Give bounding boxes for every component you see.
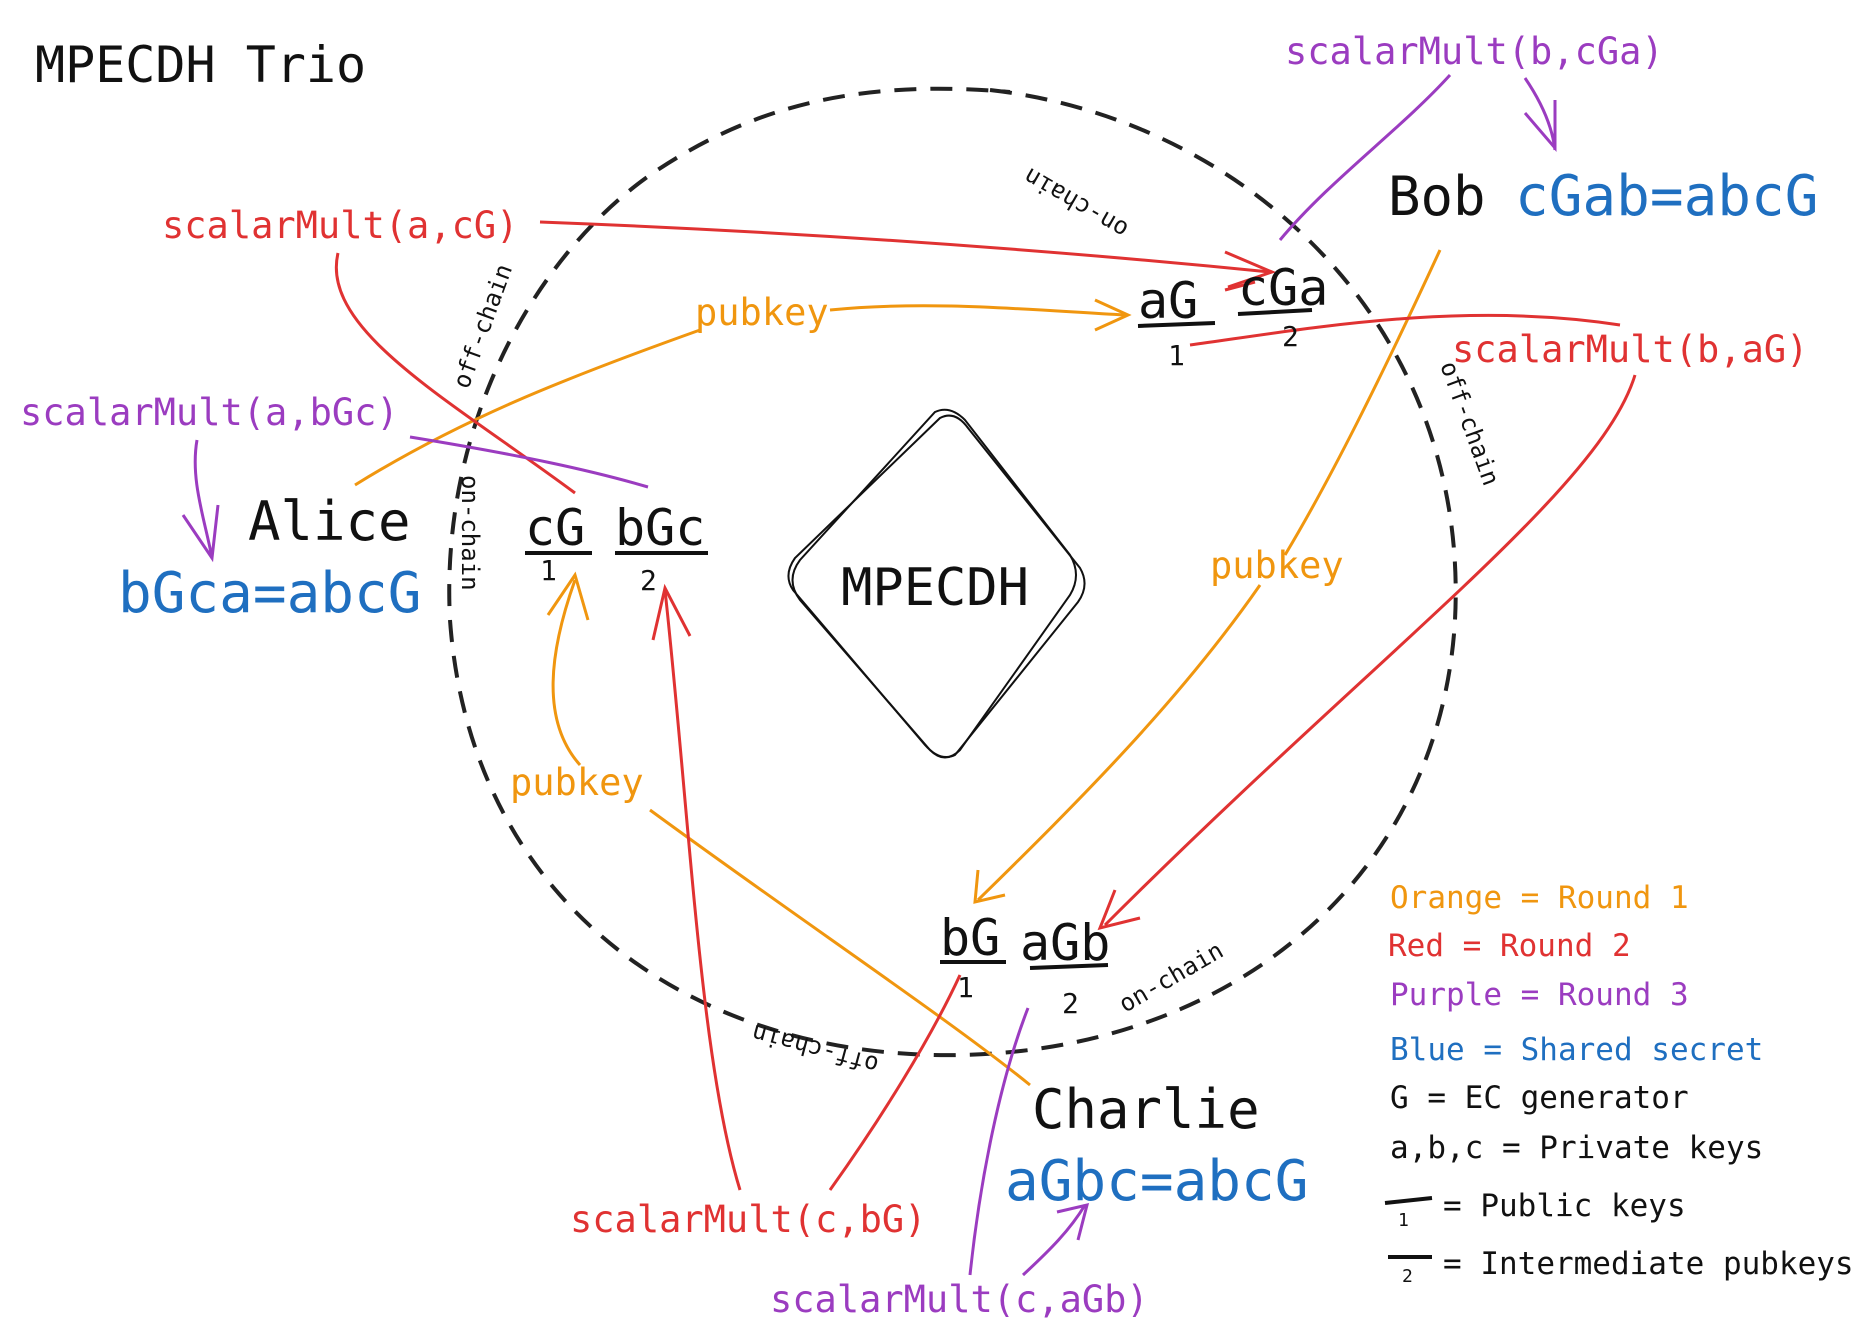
legend-intermediate-sub: 2 bbox=[1402, 1266, 1413, 1287]
round1-arrows bbox=[354, 249, 1442, 1087]
party-charlie-name: Charlie bbox=[1032, 1078, 1260, 1141]
legend-public: = Public keys bbox=[1443, 1188, 1686, 1224]
op-pubkey-top: pubkey bbox=[695, 291, 829, 334]
key-bob-int: cGa bbox=[1238, 259, 1328, 317]
key-alice-pub: cG bbox=[525, 499, 585, 557]
center-label: MPECDH bbox=[841, 558, 1029, 618]
legend: Orange = Round 1 Red = Round 2 Purple = … bbox=[1384, 880, 1854, 1287]
party-bob-secret: cGab=abcG bbox=[1515, 164, 1818, 229]
ring-label-off-chain-right: off-chain bbox=[1434, 357, 1505, 489]
key-alice-int-sub: 2 bbox=[640, 564, 657, 597]
legend-public-sub: 1 bbox=[1398, 1210, 1409, 1231]
key-charlie-int-underline bbox=[1029, 963, 1109, 970]
party-bob-name: Bob bbox=[1388, 165, 1486, 228]
key-alice-pub-sub: 1 bbox=[540, 554, 557, 587]
legend-intermediate: = Intermediate pubkeys bbox=[1443, 1246, 1854, 1282]
op-charlie-round3: scalarMult(c,aGb) bbox=[770, 1278, 1149, 1321]
op-pubkey-right: pubkey bbox=[1210, 544, 1344, 587]
round2-arrows bbox=[334, 220, 1637, 1191]
op-alice-round2: scalarMult(a,cG) bbox=[162, 204, 518, 247]
key-charlie-int-sub: 2 bbox=[1062, 987, 1079, 1020]
op-bob-round3: scalarMult(b,cGa) bbox=[1285, 30, 1664, 73]
key-charlie-pub: bG bbox=[940, 909, 1000, 967]
round3-arrows bbox=[181, 73, 1557, 1277]
legend-public-underline bbox=[1384, 1196, 1433, 1205]
ring-label-on-chain-bottom: on-chain bbox=[1114, 936, 1228, 1018]
party-alice-secret: bGca=abcG bbox=[118, 561, 421, 626]
party-alice-name: Alice bbox=[248, 490, 411, 553]
party-charlie-secret: aGbc=abcG bbox=[1005, 1149, 1308, 1214]
key-bob-pub-underline bbox=[1137, 321, 1216, 328]
diagram-title: MPECDH Trio bbox=[35, 36, 366, 94]
legend-orange: Orange = Round 1 bbox=[1390, 880, 1689, 916]
op-pubkey-bottom: pubkey bbox=[510, 761, 644, 804]
key-bob-int-underline bbox=[1237, 308, 1313, 316]
key-bob-pub-sub: 1 bbox=[1168, 339, 1185, 372]
key-alice-int: bGc bbox=[615, 499, 705, 557]
key-bob-pub: aG bbox=[1138, 272, 1198, 330]
legend-generator: G = EC generator bbox=[1390, 1080, 1689, 1116]
ring-label-on-chain-top: on-chain bbox=[1019, 162, 1133, 244]
key-charlie-int: aGb bbox=[1020, 914, 1110, 972]
legend-blue: Blue = Shared secret bbox=[1390, 1032, 1763, 1068]
ring-label-off-chain-left: off-chain bbox=[447, 260, 518, 392]
legend-private: a,b,c = Private keys bbox=[1390, 1130, 1763, 1166]
op-bob-round2: scalarMult(b,aG) bbox=[1452, 328, 1808, 371]
op-charlie-round2: scalarMult(c,bG) bbox=[570, 1198, 926, 1241]
keys: cG 1 bGc 2 aG 1 cGa 2 bG 1 aGb 2 bbox=[525, 259, 1328, 1020]
parties: Alice bGca=abcG Bob cGab=abcG Charlie aG… bbox=[118, 164, 1818, 1214]
op-alice-round3: scalarMult(a,bGc) bbox=[20, 391, 399, 434]
ring bbox=[447, 86, 1458, 1058]
center-diamond bbox=[787, 408, 1086, 759]
ring-label-on-chain-left: on-chain bbox=[456, 475, 484, 591]
op-labels: pubkey pubkey pubkey scalarMult(a,cG) sc… bbox=[20, 30, 1808, 1321]
ring-label-off-chain-bottom: off-chain bbox=[749, 1019, 882, 1080]
key-charlie-pub-sub: 1 bbox=[957, 971, 974, 1004]
legend-red: Red = Round 2 bbox=[1388, 928, 1631, 964]
legend-purple: Purple = Round 3 bbox=[1390, 977, 1689, 1013]
key-bob-int-sub: 2 bbox=[1282, 320, 1299, 353]
